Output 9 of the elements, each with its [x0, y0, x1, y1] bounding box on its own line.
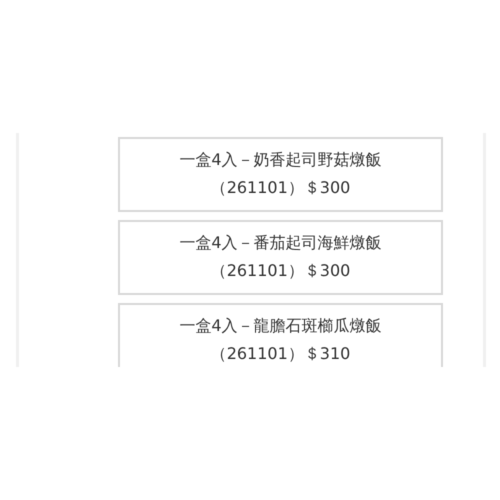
product-name: 一盒4入－番茄起司海鮮燉飯 — [178, 233, 383, 253]
option-box — [118, 303, 443, 367]
option-box — [118, 220, 443, 295]
product-name: 一盒4入－龍膽石斑櫛瓜燉飯 — [178, 316, 383, 336]
product-price: （261101）＄310 — [210, 344, 352, 364]
option-box — [118, 137, 443, 212]
product-price: （261101）＄300 — [210, 261, 352, 281]
product-name: 一盒4入－奶香起司野菇燉飯 — [178, 150, 383, 170]
product-price: （261101）＄300 — [210, 178, 352, 198]
